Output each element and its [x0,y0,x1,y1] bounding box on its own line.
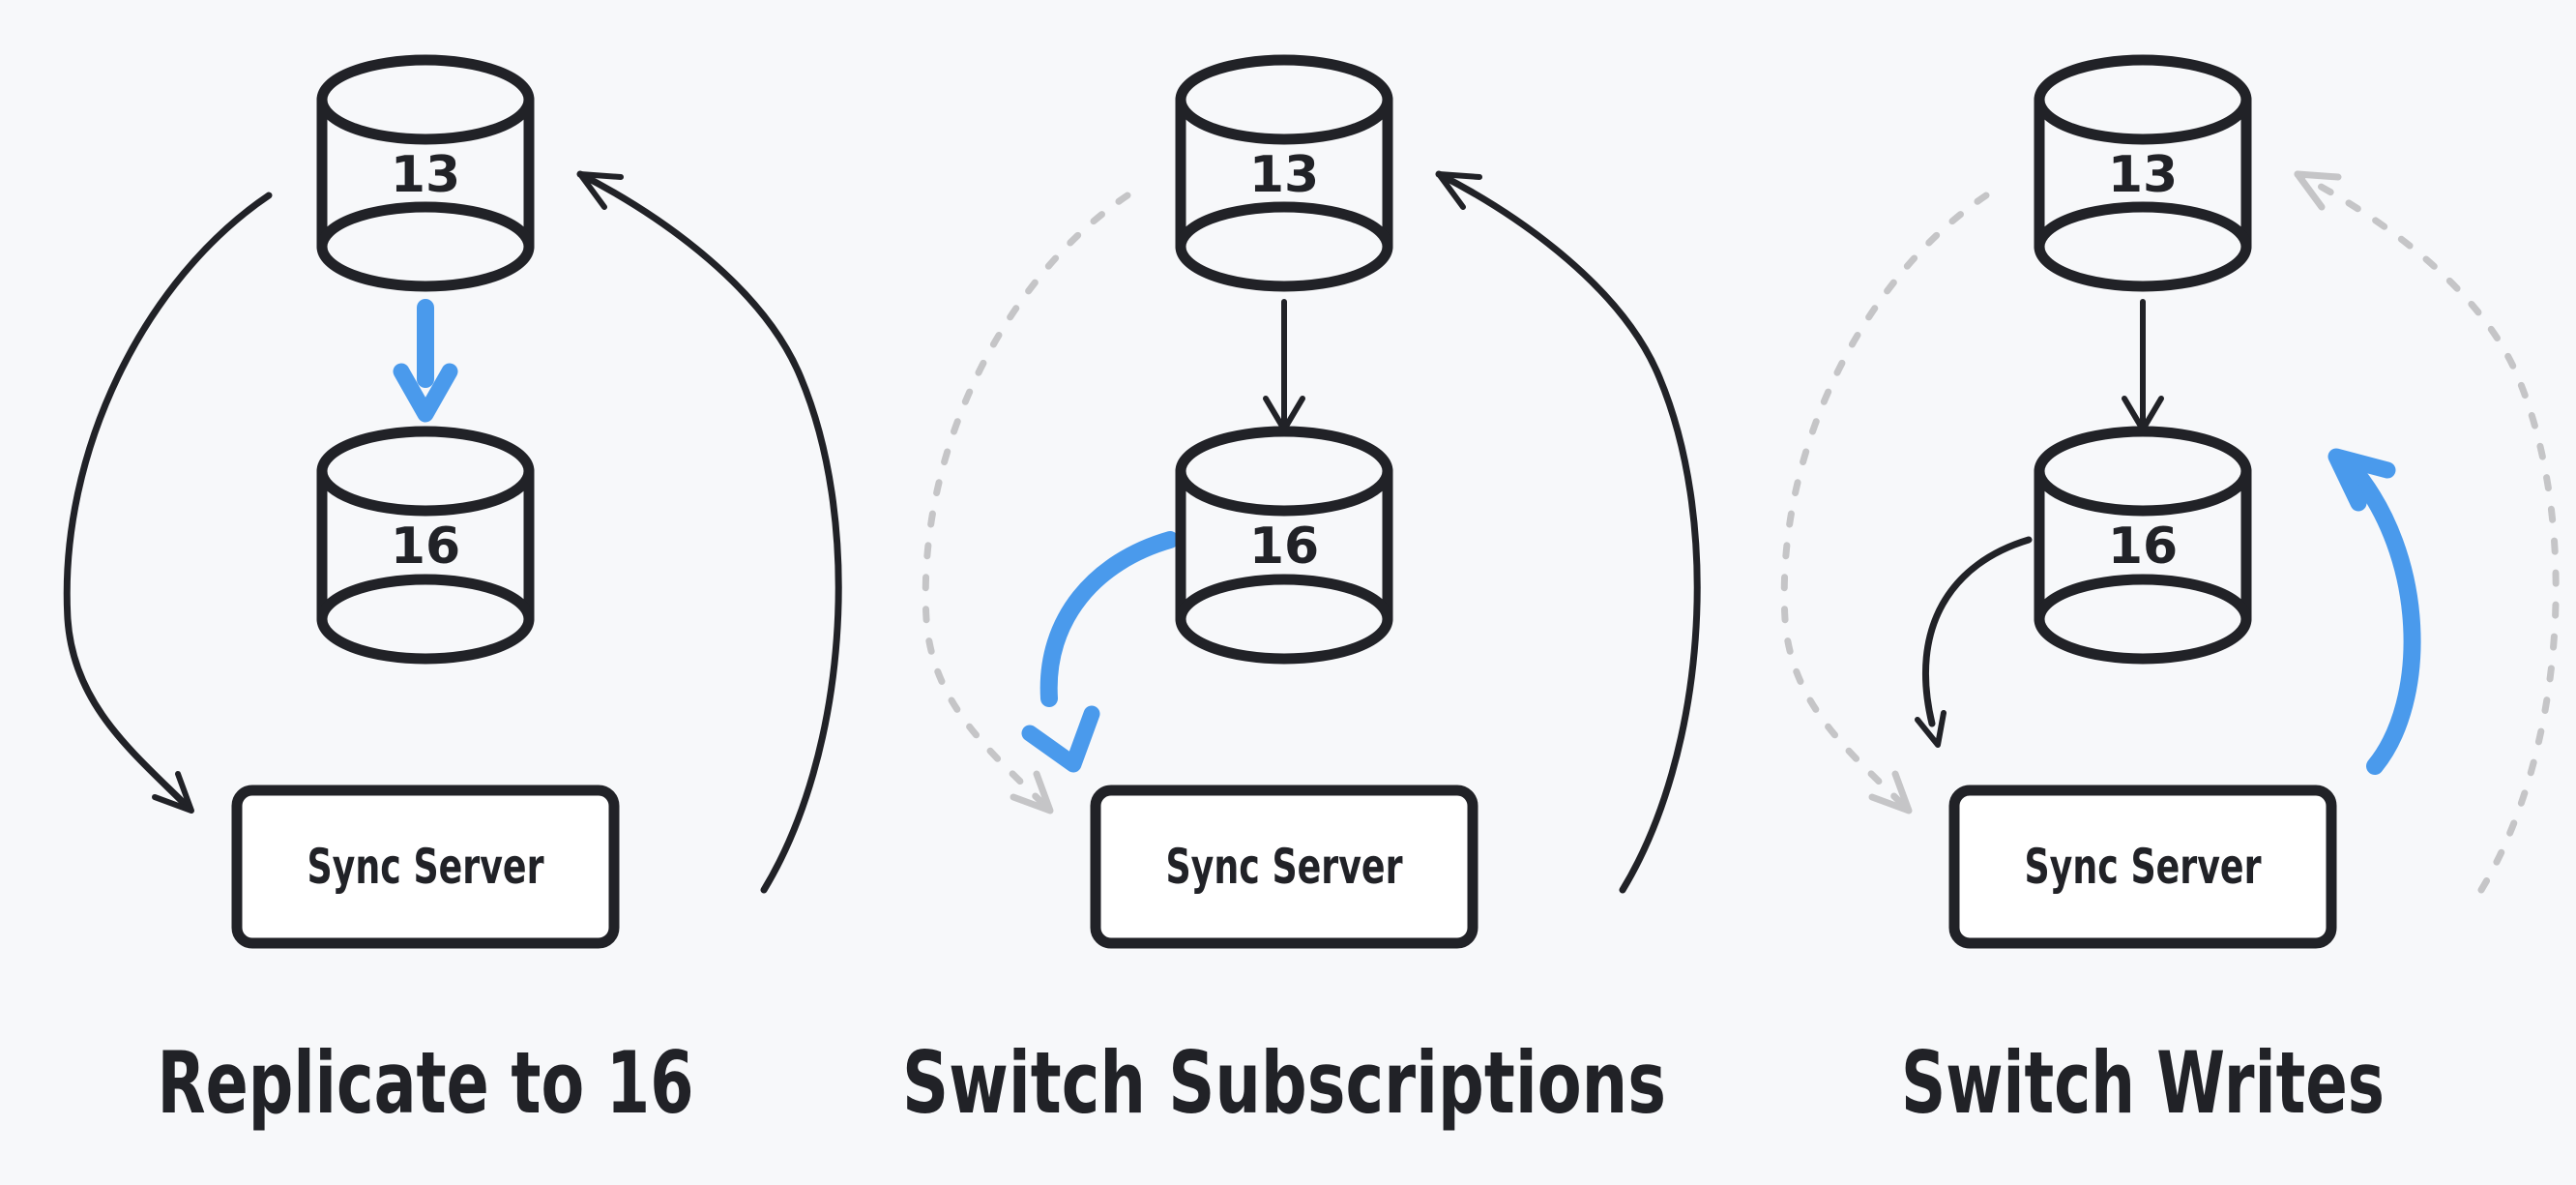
panel-replicate: 13 16 Sync Server Replicate to 16 [63,54,842,1133]
replication-arrow-icon [2122,299,2164,432]
db13-version-label: 13 [391,146,460,204]
arc-server-to-db13-inactive [2294,170,2560,894]
db13-version-label: 13 [2108,146,2178,204]
subscription-arrow-icon [1915,536,2033,748]
replication-arrow-blue-icon [393,299,458,423]
db16-version-label: 16 [2108,518,2178,576]
panel-caption: Switch Writes [1901,1033,2385,1133]
arrowhead-db13-to-server-inactive-icon [1868,770,1913,815]
panel-caption: Replicate to 16 [158,1033,694,1133]
panel-switch-subscriptions: 13 16 Sync Server Switch Subscriptions [902,54,1701,1133]
sync-server-label: Sync Server [307,839,544,895]
db13-version-label: 13 [1249,146,1319,204]
database-13-icon: 13 [316,54,535,292]
arc-db13-to-server-inactive [1780,192,1990,813]
sync-server-label: Sync Server [1166,839,1403,895]
arc-server-to-db13 [1435,170,1701,894]
database-13-icon: 13 [1175,54,1393,292]
database-16-icon: 16 [316,426,535,665]
panel-caption: Switch Subscriptions [902,1033,1666,1133]
database-16-icon: 16 [2034,426,2252,665]
database-13-icon: 13 [2034,54,2252,292]
arrowhead-server-to-db13-icon [1436,171,1482,210]
arrowhead-db13-to-server-icon [152,771,194,814]
panel-switch-writes: 13 16 Sync Server Swi [1780,54,2560,1133]
arrowhead-db13-to-server-inactive-icon [1010,770,1054,815]
subscription-arrow-blue-icon [1021,531,1179,773]
arc-server-to-db13 [576,170,842,894]
db16-version-label: 16 [1249,518,1319,576]
db16-version-label: 16 [391,518,460,576]
database-16-icon: 16 [1175,426,1393,665]
sync-server-box: Sync Server [1948,785,2337,949]
writes-arrow-blue-icon [2327,448,2421,775]
replication-arrow-icon [1263,299,1305,432]
arc-db13-to-server-inactive [922,192,1131,813]
sync-server-label: Sync Server [2025,839,2262,895]
sync-server-box: Sync Server [1090,785,1478,949]
arrowhead-server-to-db13-icon [577,171,624,210]
sync-server-box: Sync Server [231,785,620,949]
arc-db13-to-server [63,192,273,813]
arrowhead-server-to-db13-inactive-icon [2294,170,2342,211]
